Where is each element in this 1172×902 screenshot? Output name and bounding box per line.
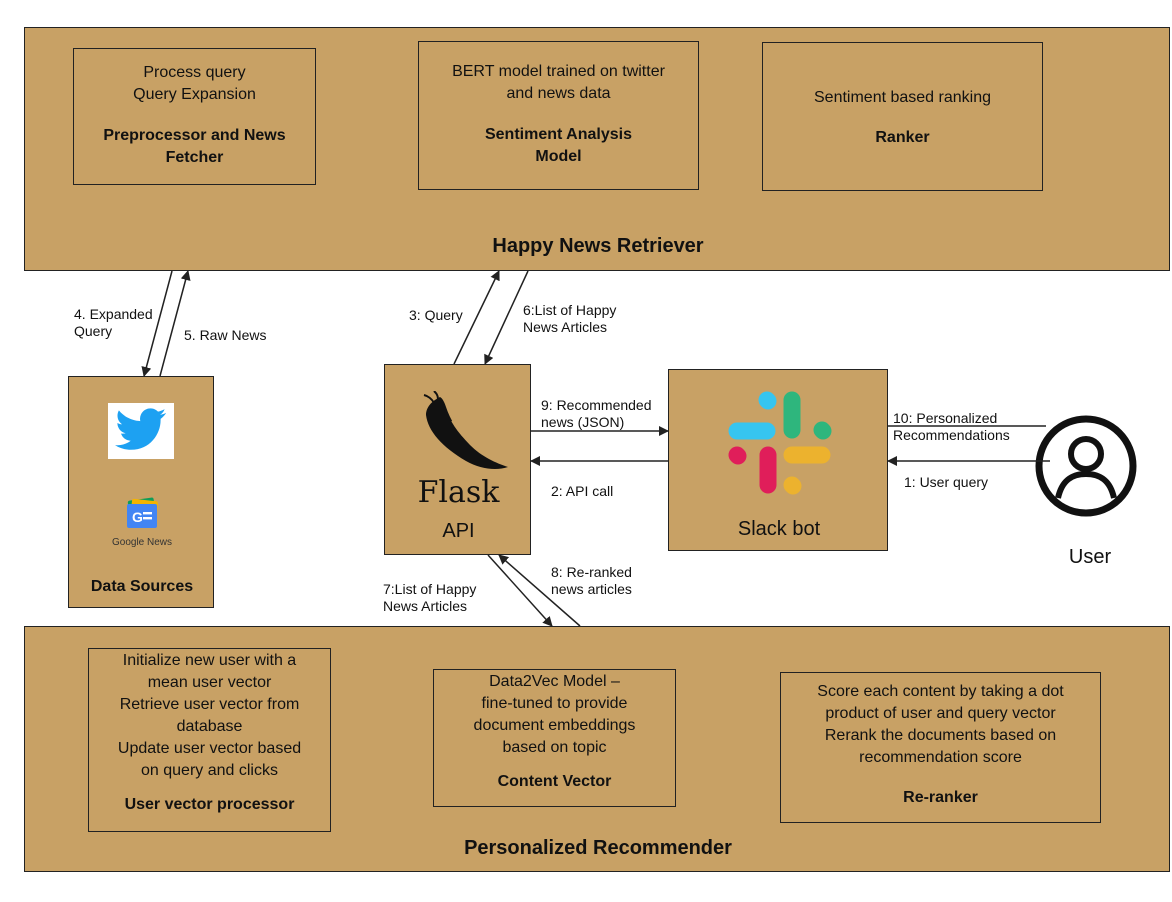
edge-label-6: 6:List of Happy News Articles xyxy=(523,302,617,335)
google-news-label: Google News xyxy=(111,537,173,548)
edge-label-8: 8: Re-ranked news articles xyxy=(551,564,632,597)
arrow-6-happy-news xyxy=(484,270,529,365)
edge-label-1: 1: User query xyxy=(904,474,989,490)
sentiment-label: Sentiment Analysis Model xyxy=(484,126,632,165)
google-news-icon: G xyxy=(120,497,164,531)
ranker-label: Ranker xyxy=(875,129,930,146)
preprocessor-module: Process query Query Expansion Preprocess… xyxy=(73,48,316,185)
preprocessor-text: Process query Query Expansion xyxy=(133,64,256,103)
ranker-text: Sentiment based ranking xyxy=(814,89,991,106)
sentiment-text: BERT model trained on twitter and news d… xyxy=(452,63,665,102)
edge-label-4: 4. Expanded Query xyxy=(74,306,153,339)
api-label: API xyxy=(442,520,475,542)
arrow-3-query xyxy=(453,270,500,365)
data-sources-box: G Google News Data Sources xyxy=(68,376,214,608)
content-vector-label: Content Vector xyxy=(497,773,612,790)
retriever-title: Happy News Retriever xyxy=(492,235,704,257)
api-box: Flask API xyxy=(384,364,531,555)
flask-horn-icon xyxy=(412,390,512,481)
slack-logo-icon xyxy=(725,388,835,498)
arrow-4-expanded-query xyxy=(141,270,173,377)
recommender-title: Personalized Recommender xyxy=(464,837,732,859)
arrow-5-raw-news xyxy=(159,270,191,377)
content-vector-text: Data2Vec Model – fine-tuned to provide d… xyxy=(473,673,636,756)
user-vector-label: User vector processor xyxy=(124,796,295,813)
reranker-label: Re-ranker xyxy=(903,789,978,806)
data-sources-label: Data Sources xyxy=(90,578,194,595)
slack-bot-box: Slack bot xyxy=(668,369,888,551)
content-vector-module: Data2Vec Model – fine-tuned to provide d… xyxy=(433,669,676,807)
edge-label-3: 3: Query xyxy=(409,307,463,323)
ranker-module: Sentiment based ranking Ranker xyxy=(762,42,1043,191)
sentiment-module: BERT model trained on twitter and news d… xyxy=(418,41,699,190)
user-vector-module: Initialize new user with a mean user vec… xyxy=(88,648,331,832)
svg-text:G: G xyxy=(132,509,143,525)
user-label: User xyxy=(1068,546,1112,568)
arrow-7-list xyxy=(487,554,553,627)
preprocessor-label: Preprocessor and News Fetcher xyxy=(103,127,286,166)
reranker-module: Score each content by taking a dot produ… xyxy=(780,672,1101,823)
slack-bot-label: Slack bot xyxy=(737,518,821,540)
flask-logo-text: Flask xyxy=(417,475,500,510)
edge-label-7: 7:List of Happy News Articles xyxy=(383,581,477,614)
user-icon xyxy=(1034,414,1138,518)
edge-label-9: 9: Recommended news (JSON) xyxy=(541,397,652,430)
arrow-8-reranked xyxy=(498,554,581,627)
edge-label-2: 2: API call xyxy=(551,483,614,499)
user-vector-text: Initialize new user with a mean user vec… xyxy=(117,652,302,779)
edge-label-5: 5. Raw News xyxy=(184,327,267,343)
reranker-text: Score each content by taking a dot produ… xyxy=(817,683,1064,766)
twitter-icon xyxy=(108,403,174,459)
edge-label-10: 10: Personalized Recommendations xyxy=(893,410,1010,443)
